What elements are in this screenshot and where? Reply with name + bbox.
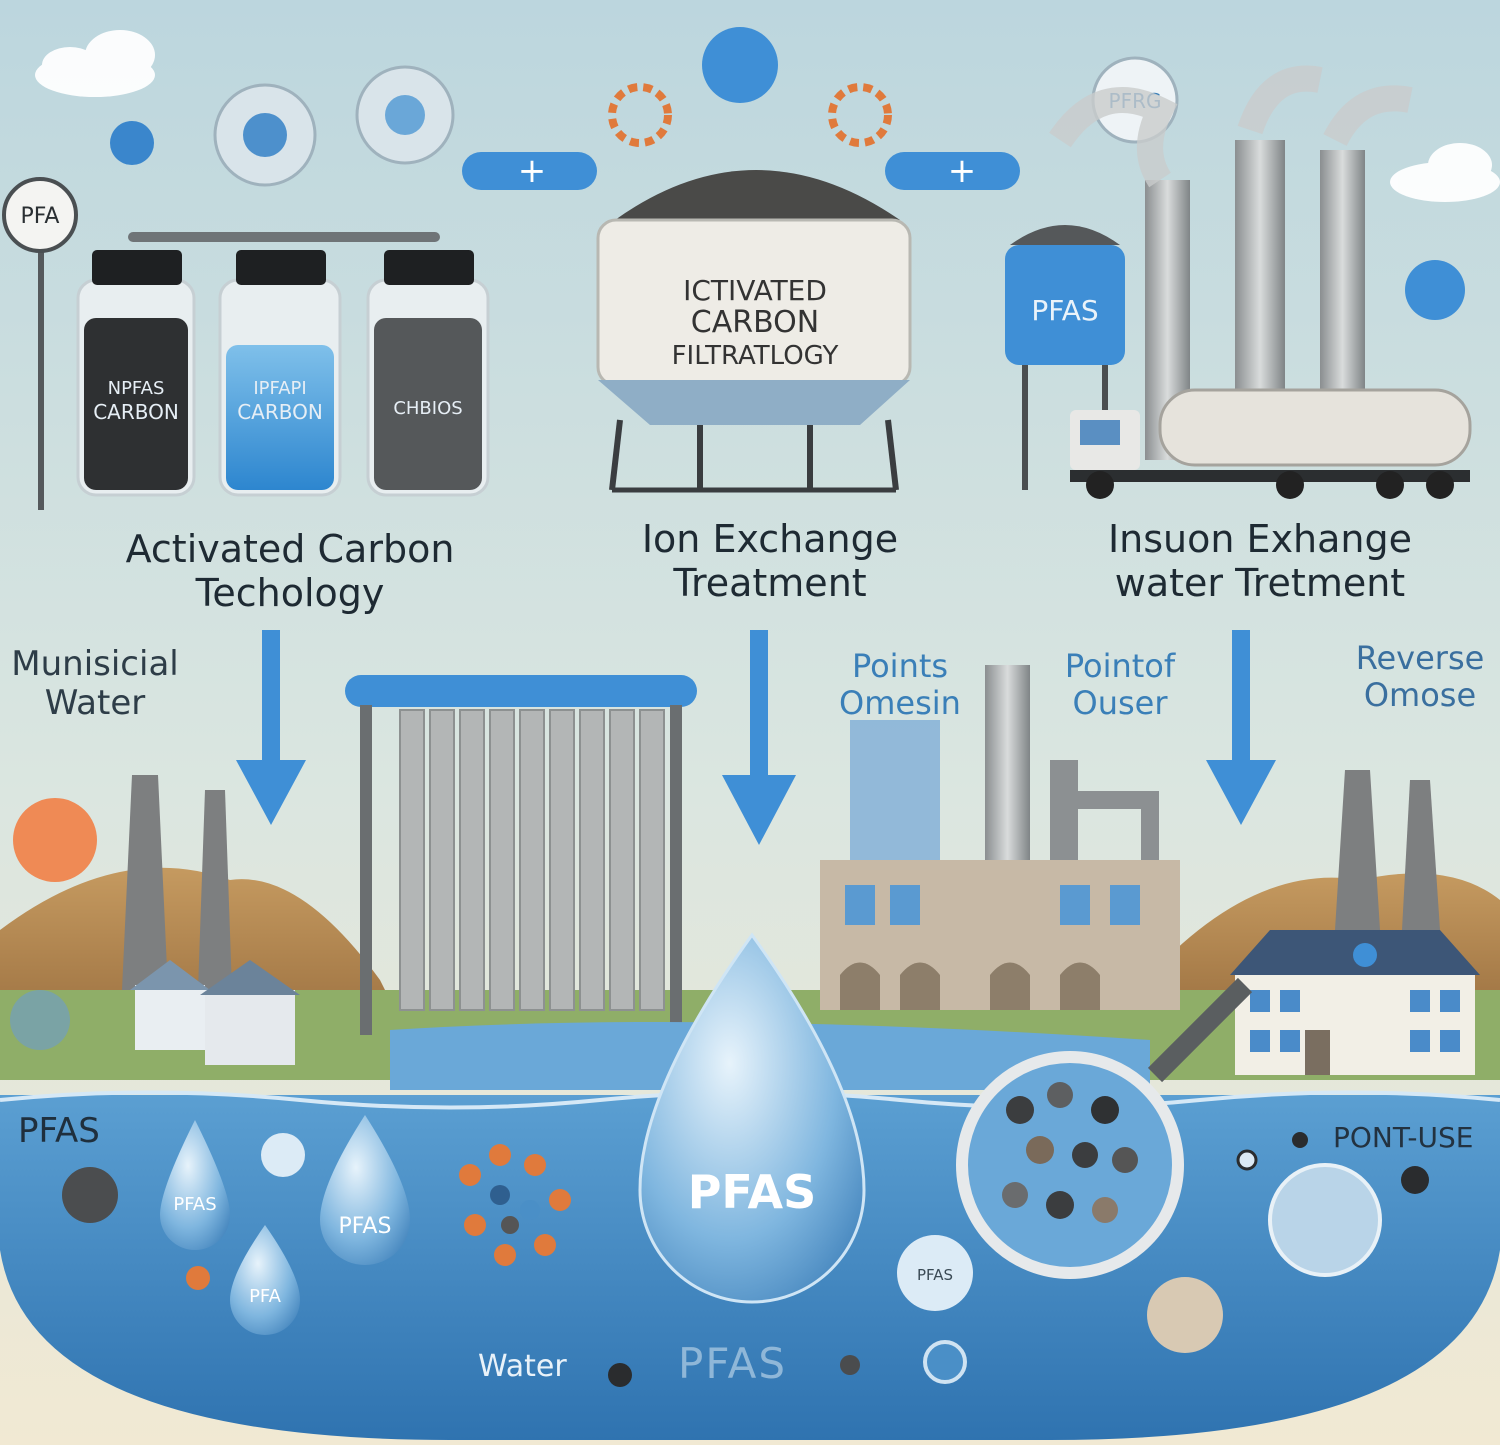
big-water-drop-icon [638,932,866,1304]
title-left-line1: Activated Carbon [125,527,455,571]
pfas-silo [1005,225,1125,490]
molecule-cluster-icon [459,1144,571,1266]
water-drop-icon [320,1115,410,1265]
big-drop-label: PFAS [688,1165,817,1219]
membrane-filter [345,675,697,1035]
point-right-line1: Pointof [1064,647,1176,685]
title-activated-carbon: Activated Carbon Techology [60,527,520,615]
municipal-line2: Water [44,683,146,724]
drop-badge-icon [702,27,778,103]
orange-dot-icon [186,1266,210,1290]
plus-arrow-icon: + [885,151,1020,191]
reverse-line1: Reverse [1355,639,1485,677]
title-middle-line2: Treatment [673,560,867,605]
sun-icon [13,798,97,882]
pfas-signpost: PFA [2,177,78,510]
dark-dot-icon [1401,1166,1429,1194]
dark-dot-icon [608,1363,632,1387]
bubble-label: PFAS [917,1266,953,1284]
svg-text:+: + [948,151,977,191]
molecule-badge-icon [110,121,154,165]
dot-icon [923,1340,967,1384]
factory [820,665,1180,1010]
jar-label-2: IPFAPI CARBON [226,378,334,424]
jar-label-3-line1: CHBIOS [393,398,463,419]
houses [10,960,300,1065]
jar-pellets [366,250,490,497]
title-right-line2: water Tretment [1114,560,1406,605]
title-water-treatment: Insuon Exhange water Tretment [1040,517,1480,605]
tank-label-line2: CARBON [691,305,819,340]
filter-disc-icon [1268,1163,1382,1277]
jar-label-1-line2: CARBON [93,399,179,424]
title-right-line1: Insuon Exhange [1107,517,1413,561]
label-pfas-left: PFAS [18,1111,100,1151]
cloud-icon [35,30,155,97]
reverse-line2: Omose [1363,675,1477,714]
molecule-core [385,95,425,135]
label-point-of-use-right: Pointof Ouser [1040,648,1200,722]
jar-carbon [76,250,196,497]
tank-label-line1: ICTIVATED [683,274,827,307]
molecule-core [243,113,287,157]
point-left-line1: Points [851,647,949,685]
drop-label-3: PFA [249,1286,282,1307]
orange-molecule-icon [608,83,892,147]
jar-connector-pipe [128,232,440,242]
school-building [1230,930,1480,1075]
filtration-tank [596,170,912,493]
jar-label-1-line1: NPFAS [107,378,165,399]
down-arrow-icon [236,630,306,825]
label-water-caption: Water [478,1349,567,1384]
dark-dot-icon [1292,1132,1308,1148]
jar-label-1: NPFAS CARBON [84,378,188,424]
label-point-use: PONT-USE [1333,1121,1474,1154]
label-pfas-caption: PFAS [678,1339,788,1388]
down-arrow-icon [722,630,796,845]
carbon-granule-icon [62,1167,118,1223]
jar-label-3: CHBIOS [374,398,482,420]
molecule-badge-icon [1405,260,1465,320]
point-right-line2: Ouser [1072,683,1168,722]
filter-disc-icon [1147,1277,1223,1353]
label-reverse-osmosis: Reverse Omose [1340,640,1500,714]
pfas-bubble [897,1235,973,1311]
title-middle-line1: Ion Exchange [641,517,899,561]
municipal-line1: Munisicial [11,644,179,684]
drop-label-2: PFAS [339,1214,392,1239]
magnifying-glass-icon [956,977,1253,1279]
jar-label-2-line1: IPFAPI [253,378,307,399]
water-drop-icon [230,1225,300,1335]
label-point-of-use-left: Points Omesin [825,648,975,722]
drop-label-1: PFAS [173,1194,216,1215]
cloud-icon [1390,143,1500,202]
point-left-line2: Omesin [839,683,961,722]
dark-dot-icon [840,1355,860,1375]
tanker-truck [1070,388,1472,499]
jar-blue-carbon [218,250,342,497]
tank-label-line3: FILTRATLOGY [672,341,839,371]
jar-label-2-line2: CARBON [237,399,323,424]
label-municipal-water: Munisicial Water [0,644,190,724]
down-arrow-icon [1206,630,1276,825]
silo-label: PFAS [1031,294,1098,327]
title-left-line2: Techology [195,570,385,615]
dot-icon [1236,1149,1258,1171]
plus-arrow-icon: + [462,151,597,191]
title-ion-exchange: Ion Exchange Treatment [580,517,960,605]
pfas-sign-text: PFA [21,204,60,229]
smokestack-icon [122,770,1440,990]
water-drop-icon [160,1120,230,1250]
bubble-icon [261,1133,305,1177]
svg-text:+: + [518,151,547,191]
